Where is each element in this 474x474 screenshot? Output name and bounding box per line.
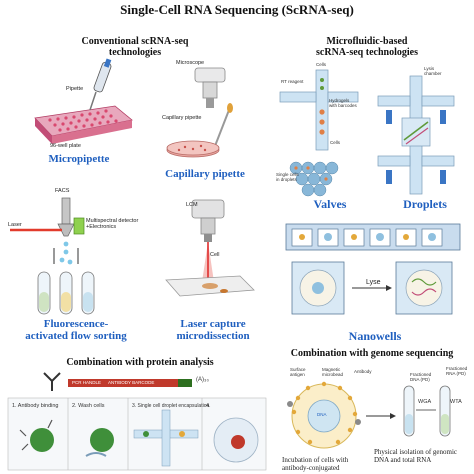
wta-label: WTA	[450, 399, 462, 405]
legend-surface-line2: antigen	[290, 372, 305, 377]
lysis-line1: Lysis	[424, 66, 435, 71]
nanowells-illustration	[285, 223, 461, 315]
capillary-small-label: Capillary pipette	[162, 115, 202, 121]
micropipette-label: Micropipette	[48, 153, 110, 165]
facs-label: Fluorescence- activated flow sorting	[6, 318, 146, 342]
incubation-caption: Incubation of cells with antibody-conjug…	[282, 456, 348, 472]
fractioned-dna-label: Fractioned DNA (PD)	[410, 372, 431, 382]
pcr-handle-text: PCR HANDLE	[72, 380, 102, 385]
facs-illustration	[10, 197, 95, 315]
fractioned-rna-label: Fractioned RNA (PD)	[446, 366, 467, 376]
conventional-header-line2: technologies	[108, 47, 162, 58]
hydrogels-line2: with barcodes	[329, 103, 357, 108]
valves-label: Valves	[313, 197, 347, 211]
plate-label: 96-well plate	[50, 143, 81, 149]
legend-antibody: Antibody	[354, 369, 372, 374]
lcm-label-line2: microdissection	[176, 330, 250, 342]
fractioned-dna-line2: DNA (PD)	[410, 377, 430, 382]
wga-label: WGA	[418, 399, 432, 405]
microfluidic-header: Microfluidic-based scRNA-seq technologie…	[292, 36, 442, 58]
dna-label: DNA	[317, 412, 327, 417]
protein-step-3: 3. Single cell droplet encapsulation	[132, 403, 210, 409]
protein-header: Combination with protein analysis	[66, 357, 214, 368]
single-cells-line1: Single cells	[276, 172, 299, 177]
isolation-caption: Physical isolation of genomic DNA and to…	[374, 448, 457, 464]
protein-step-4: 4.	[206, 403, 211, 409]
detector-label: Multispectral detector +Electronics	[86, 218, 138, 230]
capillary-label: Capillary pipette	[165, 168, 245, 180]
legend-surface-line1: Surface	[290, 367, 306, 372]
genome-header: Combination with genome sequencing	[290, 348, 454, 359]
cells-label: Cells	[330, 140, 341, 145]
single-cells-label: Single cells in droplets	[276, 172, 299, 182]
legend-magnetic-line2: microbead	[322, 372, 344, 377]
poly-a-text: (A)₃₀	[196, 377, 209, 383]
pipette-label: Pipette	[66, 86, 84, 92]
lcm-label: Laser capture microdissection	[158, 318, 268, 342]
fractioned-dna-line1: Fractioned	[410, 372, 432, 377]
microfluidic-header-line2: scRNA-seq technologies	[316, 47, 418, 58]
legend-surface-antigen: Surface antigen	[290, 367, 306, 377]
laser-label: Laser	[8, 222, 22, 228]
rt-reagent-label: RT reagent	[281, 79, 304, 84]
lcm-illustration	[165, 199, 255, 297]
isolation-line1: Physical isolation of genomic	[374, 448, 458, 456]
isolation-line2: DNA and total RNA	[374, 456, 432, 464]
hydrogels-label: Hydrogels with barcodes	[329, 98, 357, 108]
lcm-cell-label: Cell	[210, 252, 220, 258]
protein-step-2: 2. Wash cells	[72, 403, 105, 409]
incubation-line1: Incubation of cells with	[282, 456, 349, 464]
antibody-barcode-text: ANTIBODY BARCODE	[108, 380, 155, 385]
facs-small-label: FACS	[55, 188, 70, 194]
nanowells-label: Nanowells	[348, 329, 402, 343]
detector-line2: +Electronics	[86, 224, 117, 230]
genome-cell-illustration	[287, 381, 451, 449]
hydrogels-line1: Hydrogels	[329, 98, 350, 103]
antibody-barcode-illustration	[43, 372, 192, 391]
facs-label-line1: Fluorescence-	[43, 318, 109, 330]
page-title: Single-Cell RNA Sequencing (ScRNA-seq)	[120, 2, 354, 17]
incubation-line2: antibody-conjugated	[282, 464, 340, 472]
fractioned-rna-line2: RNA (PD)	[446, 371, 466, 376]
facs-label-line2: activated flow sorting	[25, 330, 127, 342]
droplets-label: Droplets	[403, 197, 447, 211]
single-cells-line2: in droplets	[276, 177, 297, 182]
lysis-chamber-label: Lysis chamber	[424, 66, 442, 76]
valves-illustration	[279, 69, 359, 197]
lcm-label-line1: Laser capture	[180, 318, 246, 330]
microfluidic-header-line1: Microfluidic-based	[326, 36, 408, 47]
droplets-illustration	[377, 75, 455, 195]
micropipette-illustration	[34, 58, 133, 144]
capillary-illustration	[166, 67, 233, 158]
lyse-label: Lyse	[366, 279, 381, 286]
cells-top-label: Cells	[316, 62, 327, 67]
lcm-small-label: LCM	[186, 202, 198, 208]
protein-step-1: 1. Antibody binding	[12, 403, 59, 409]
conventional-header-line1: Conventional scRNA-seq	[81, 36, 189, 47]
fractioned-rna-line1: Fractioned	[446, 366, 468, 371]
lysis-line2: chamber	[424, 71, 442, 76]
microscope-label: Microscope	[176, 60, 205, 66]
conventional-header: Conventional scRNA-seq technologies	[60, 36, 210, 58]
legend-magnetic-bead: Magnetic microbead	[322, 367, 343, 377]
protein-panels-illustration	[7, 397, 267, 471]
detector-line1: Multispectral detector	[86, 218, 139, 224]
legend-magnetic-line1: Magnetic	[322, 367, 341, 372]
